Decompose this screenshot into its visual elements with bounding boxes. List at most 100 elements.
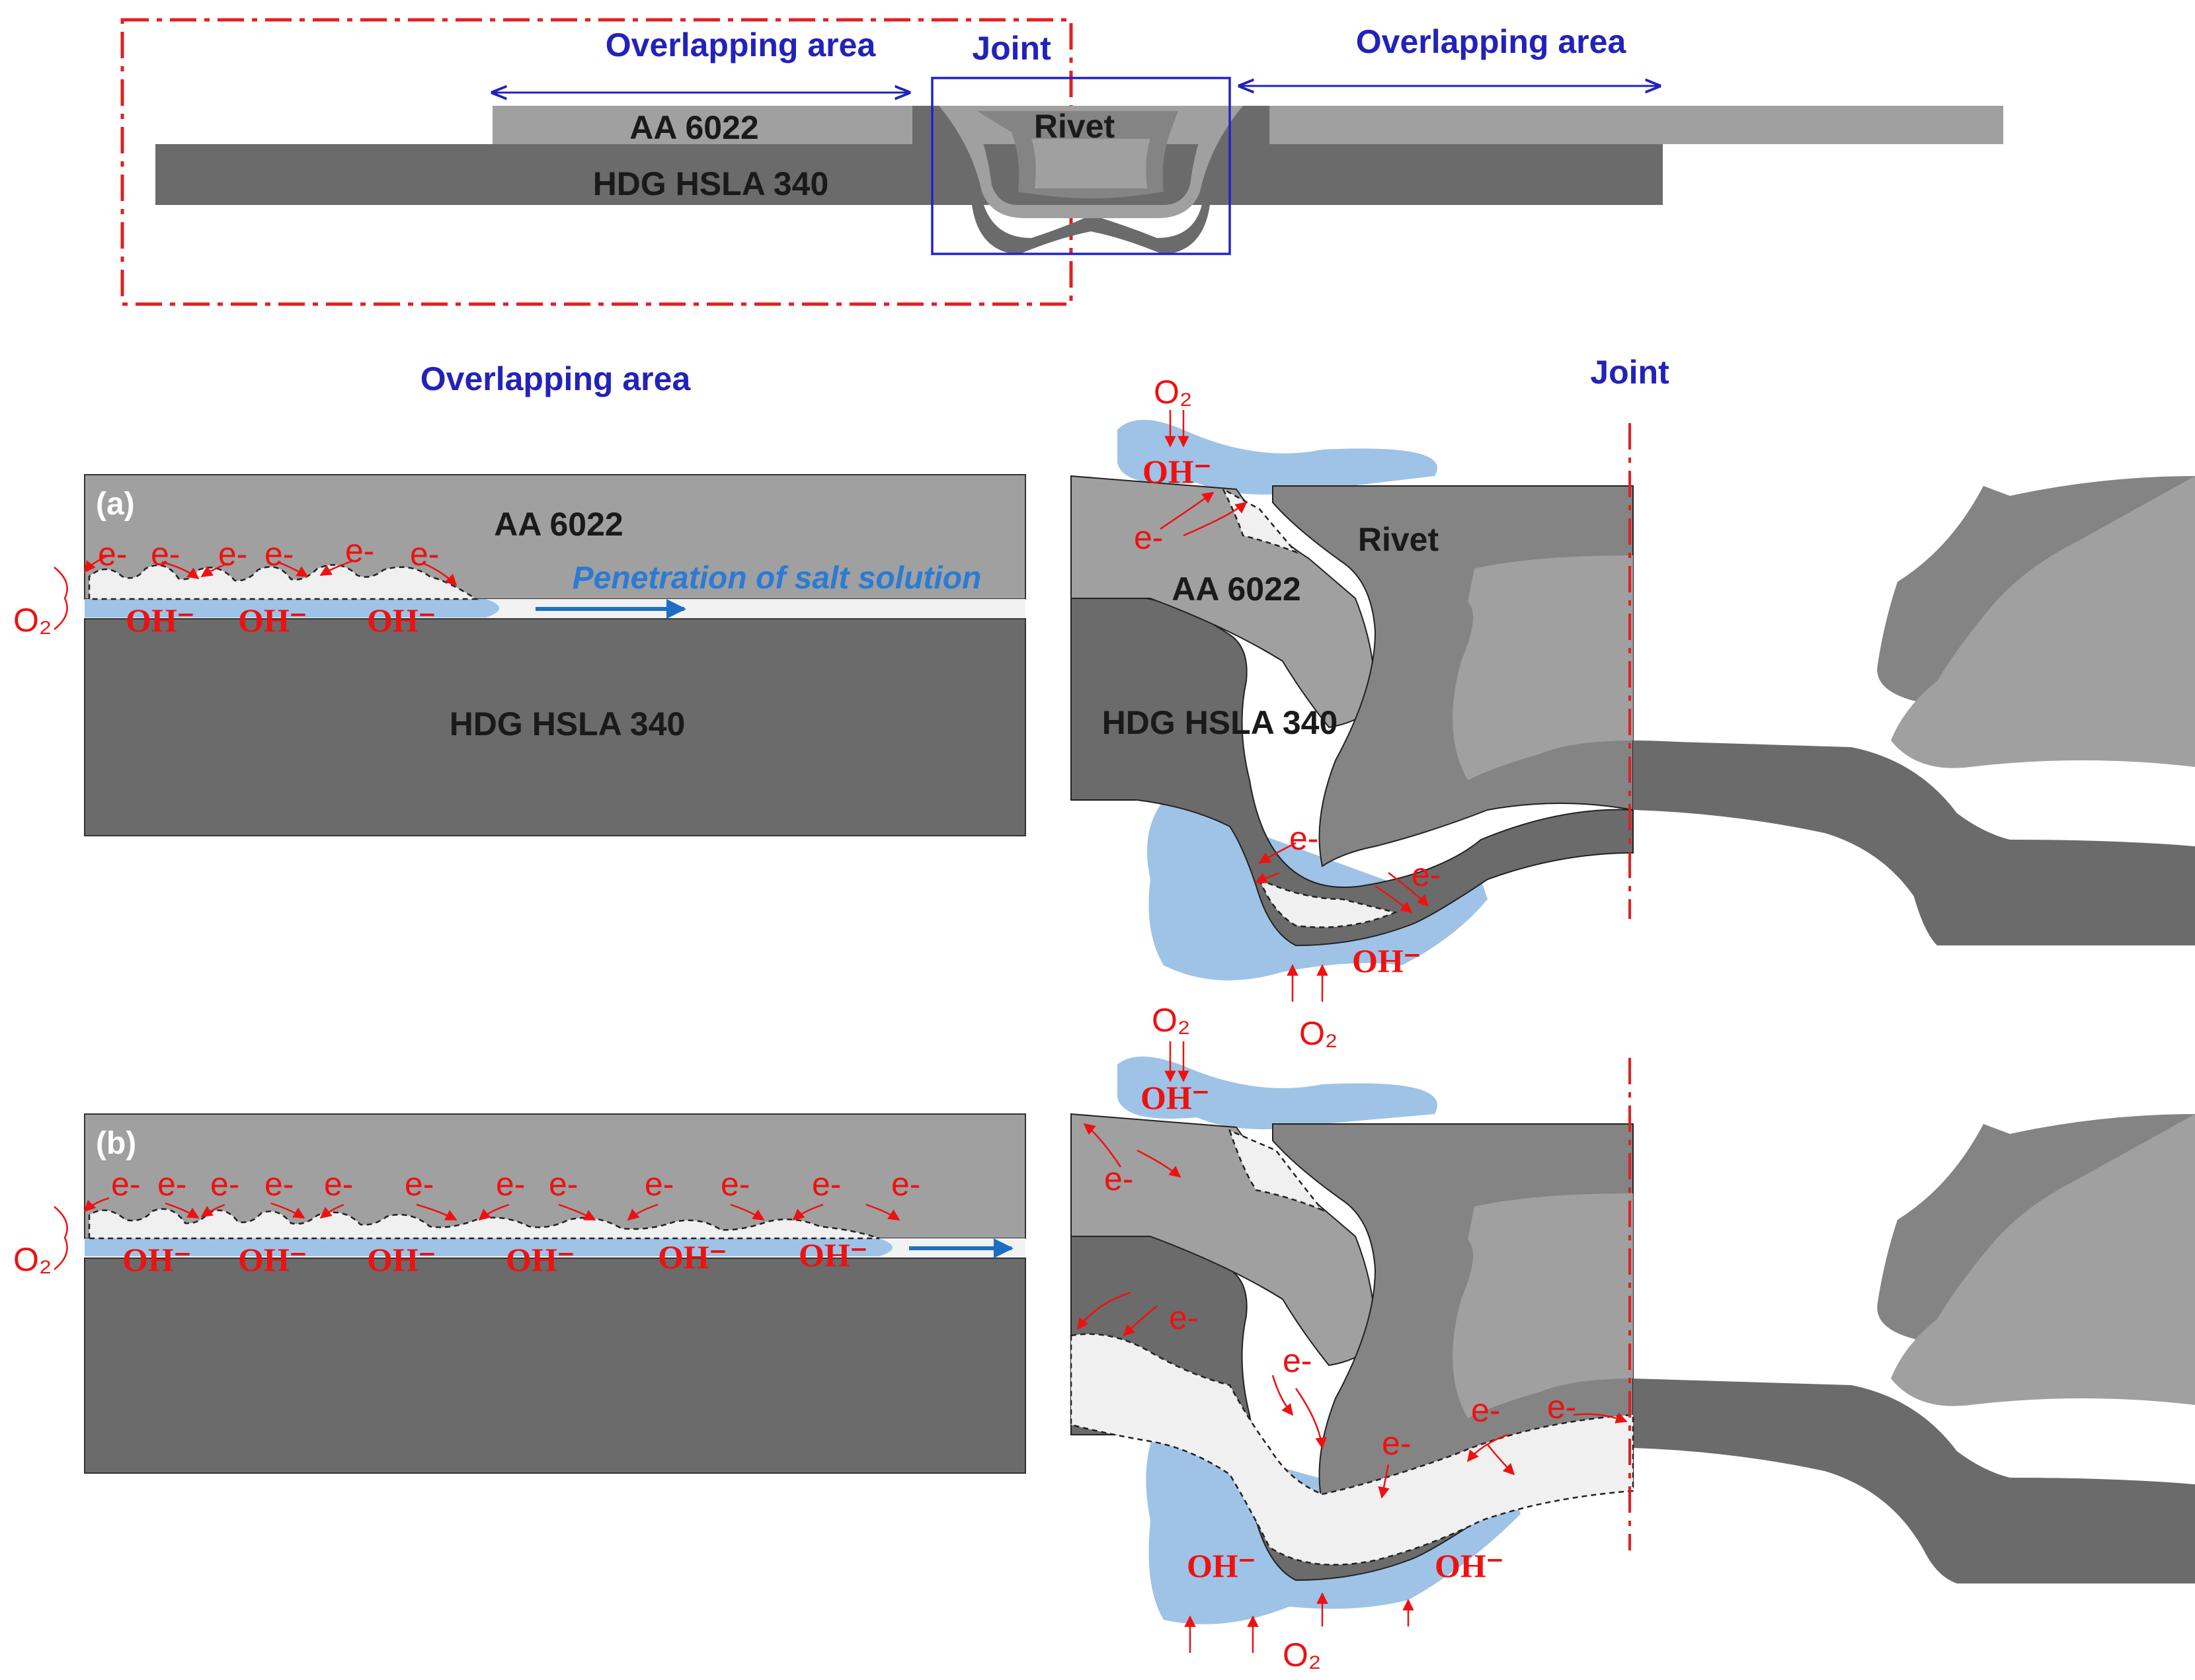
oxygen-label-b: O₂: [13, 1241, 52, 1278]
steel-sheet-top: [155, 144, 1663, 205]
rivet-core-a: [1453, 555, 1633, 780]
aa6022-label-a: AA 6022: [494, 506, 623, 543]
electron-label: e-: [721, 1166, 750, 1203]
section-title-joint: Joint: [1590, 354, 1669, 391]
aluminum-flow: [939, 106, 1243, 218]
panel-a-overlap: (a) AA 6022 HDG HSLA 340 Penetration of …: [13, 474, 1026, 836]
arrows-joint-b: [1076, 1041, 1628, 1653]
electron-label: e-: [1547, 1388, 1576, 1425]
electron-label: e-: [345, 532, 374, 569]
electron-label: e-: [210, 1166, 239, 1203]
electron-label: e-: [1134, 519, 1163, 556]
oxygen-label-a: O₂: [13, 602, 52, 639]
oxygen-label: O₂: [1154, 374, 1192, 411]
electrolyte-a: [85, 599, 499, 618]
electron-label: e-: [645, 1166, 674, 1203]
electron-label: e-: [1412, 856, 1441, 893]
electron-label: e-: [157, 1166, 186, 1203]
hydroxide-label: OH⁻: [1352, 942, 1421, 979]
steel-mirror-fill-a: [1633, 740, 2195, 945]
overlap-right-label: Overlapping area: [1356, 23, 1627, 60]
aa6022-label-joint-a: AA 6022: [1172, 571, 1300, 608]
oxygen-label: O₂: [1152, 1002, 1190, 1039]
oxygen-bracket-b: [54, 1206, 68, 1270]
corrosion-pits-b: [88, 1208, 880, 1240]
joint-label-top: Joint: [972, 30, 1051, 67]
electron-label: e-: [324, 1166, 353, 1203]
aa6022-plate-a: [84, 474, 1026, 600]
joint-b: O₂ OH⁻ e- e- e- e- e- e- OH⁻ OH⁻ O₂: [1070, 1002, 2195, 1673]
electron-label: e-: [1169, 1299, 1198, 1336]
hydroxide-label: OH⁻: [1435, 1547, 1503, 1584]
joint-a: Rivet AA 6022 HDG HSLA 340 O₂ OH⁻ e- e- …: [1070, 374, 2195, 1052]
electron-arrows-b: [83, 1197, 900, 1221]
overlap-region-box: [120, 18, 1073, 306]
hydroxide-label: OH⁻: [506, 1241, 575, 1278]
rivet-label-joint-a: Rivet: [1358, 521, 1439, 558]
electron-label: e-: [1283, 1342, 1312, 1379]
hydroxide-label: OH⁻: [658, 1238, 727, 1275]
steel-plate-a: [84, 618, 1026, 836]
electron-label: e-: [98, 536, 127, 573]
rivet-core-top: [1031, 139, 1150, 188]
electron-labels-a: e- e- e- e- e- e-: [98, 532, 439, 573]
steel-joint-a: [1070, 594, 1634, 947]
section-title-overlap: Overlapping area: [420, 360, 692, 397]
panel-b-overlap: (b) O₂ e- e- e- e- e- e- e- e- e- e- e- …: [13, 1113, 1026, 1474]
steel-label-joint-a: HDG HSLA 340: [1102, 704, 1338, 741]
electron-label: e-: [891, 1166, 920, 1203]
overlap-left-label: Overlapping area: [606, 26, 877, 63]
electron-label: e-: [1382, 1425, 1411, 1462]
electron-label: e-: [1289, 820, 1318, 857]
steel-label-a: HDG HSLA 340: [450, 705, 686, 742]
aa6022-mirror-a: [1891, 476, 2195, 768]
electrolyte-b: [85, 1238, 893, 1256]
hydroxide-label: OH⁻: [122, 1241, 191, 1278]
aa6022-plate-b: [84, 1113, 1026, 1239]
hydroxide-label: OH⁻: [126, 602, 194, 639]
rivet-core-b: [1453, 1193, 1633, 1418]
hydroxide-label: OH⁻: [238, 1241, 307, 1278]
corrosion-joint-a-bottom: [1257, 877, 1398, 928]
oxygen-label: O₂: [1283, 1636, 1321, 1673]
hydroxide-label: OH⁻: [1140, 1079, 1209, 1116]
electron-label: e-: [549, 1166, 578, 1203]
steel-plate-b: [84, 1258, 1026, 1474]
electron-label: e-: [1104, 1160, 1133, 1197]
hydroxide-labels-b: OH⁻ OH⁻ OH⁻ OH⁻ OH⁻ OH⁻: [122, 1236, 867, 1278]
corrosion-joint-b-bottom: [1070, 1333, 1634, 1566]
electron-label: e-: [496, 1166, 525, 1203]
electron-label: e-: [264, 1166, 294, 1203]
aa6022-mirror-b: [1891, 1114, 2195, 1406]
electron-label: e-: [405, 1166, 434, 1203]
steel-label-top: HDG HSLA 340: [593, 165, 829, 202]
penetration-label: Penetration of salt solution: [573, 561, 982, 596]
rivet-joint-deformation: [912, 106, 1269, 255]
oxygen-label: O₂: [1299, 1015, 1337, 1052]
electron-label: e-: [218, 536, 247, 573]
panel-b-tag: (b): [96, 1126, 136, 1161]
hydroxide-label: OH⁻: [1142, 453, 1211, 490]
steel-mirror-b: [1633, 1379, 2195, 1583]
top-schematic: Overlapping area Joint Overlapping area …: [120, 18, 2003, 306]
oxygen-bracket-a: [54, 567, 68, 630]
electron-labels-b: e- e- e- e- e- e- e- e- e- e- e- e-: [111, 1166, 920, 1203]
aa6022-label-top: AA 6022: [629, 109, 758, 146]
hydroxide-label: OH⁻: [367, 1241, 436, 1278]
hydroxide-label: OH⁻: [238, 602, 307, 639]
electron-arrows-a: [83, 554, 458, 586]
electron-label: e-: [812, 1166, 841, 1203]
hydroxide-label: OH⁻: [1187, 1547, 1256, 1584]
electron-label: e-: [410, 536, 439, 573]
hydroxide-label: OH⁻: [367, 602, 436, 639]
panel-a-tag: (a): [96, 487, 135, 522]
electron-label: e-: [111, 1166, 140, 1203]
corrosion-pits-a: [88, 564, 479, 600]
rivet-label-top: Rivet: [1034, 108, 1115, 145]
hydroxide-labels-a: OH⁻ OH⁻ OH⁻: [126, 602, 436, 639]
arrows-joint-a: [1160, 410, 1429, 1002]
joint-box: [931, 77, 1231, 255]
electrolyte-joint-a-top: [1117, 420, 1437, 495]
electron-label: e-: [1471, 1392, 1500, 1429]
